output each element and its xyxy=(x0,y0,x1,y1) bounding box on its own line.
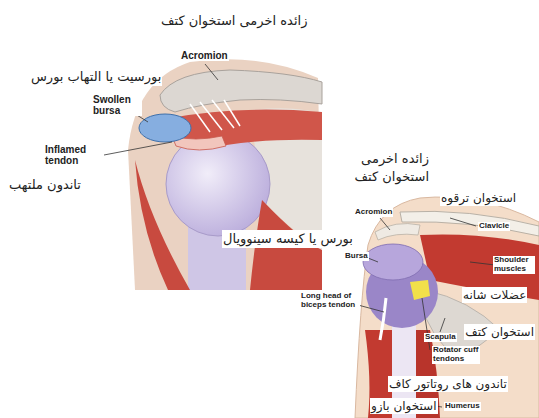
acromion-bone xyxy=(160,70,322,112)
fibre xyxy=(212,100,234,128)
rotator-cuff xyxy=(410,280,430,300)
bursa-sac xyxy=(363,244,423,280)
part-label: Acromion xyxy=(180,50,229,61)
leader-line xyxy=(358,305,384,312)
humeral-head xyxy=(166,132,270,236)
swollen-bursa xyxy=(139,114,191,142)
part-label: Inflamed tendon xyxy=(44,144,104,166)
supraspinatus-muscle xyxy=(170,110,322,150)
part-label: تاندون ملتهب xyxy=(8,176,82,194)
leader-line xyxy=(380,218,390,230)
leader-lines xyxy=(104,64,495,407)
skin-background xyxy=(128,59,322,290)
part-label: استخوان کتف xyxy=(464,324,535,340)
part-label: بورسیت یا التهاب بورس xyxy=(30,68,162,86)
acromion-bone xyxy=(375,224,420,240)
part-label: زائده اخرمی استخوان کتف xyxy=(160,12,308,30)
leader-line xyxy=(422,298,430,350)
clavicle-bone xyxy=(400,211,539,236)
ligament-fibres xyxy=(190,100,240,132)
arm-skin xyxy=(355,197,539,418)
part-label: Long head of biceps tendon xyxy=(300,292,360,310)
part-label: استخوان ترقوه xyxy=(440,190,517,206)
part-label: Shoulder muscles xyxy=(493,256,535,274)
part-label: Acromion xyxy=(354,208,393,217)
fibre xyxy=(200,102,222,130)
inflamed-shoulder xyxy=(128,59,322,290)
part-label: Humerus xyxy=(444,402,481,411)
fibre xyxy=(224,100,240,126)
part-label: عضلات شانه xyxy=(462,287,527,303)
part-label: تاندون های روتاتور کاف xyxy=(388,376,508,392)
fibre xyxy=(190,104,210,132)
leader-line xyxy=(205,64,218,80)
leader-line xyxy=(450,218,476,226)
shoulder-anatomy xyxy=(355,197,539,418)
leader-line xyxy=(368,258,378,262)
leader-line xyxy=(470,262,495,265)
leader-line xyxy=(104,142,172,155)
part-label: Scapula xyxy=(424,333,457,342)
deltoid-muscle xyxy=(135,160,190,290)
part-label: استخوان بازو xyxy=(370,398,438,414)
part-label: Rotator cuff tendons xyxy=(432,346,480,364)
part-label: بورس یا کیسه سینوویال xyxy=(222,230,354,248)
part-label: Swollen bursa xyxy=(92,94,142,116)
part-label: Bursa xyxy=(344,252,369,261)
part-label: Clavicle xyxy=(478,222,510,231)
leader-line xyxy=(440,318,445,332)
part-label: زائده اخرمی استخوان کتف xyxy=(328,150,430,185)
biceps-tendon xyxy=(380,298,386,340)
